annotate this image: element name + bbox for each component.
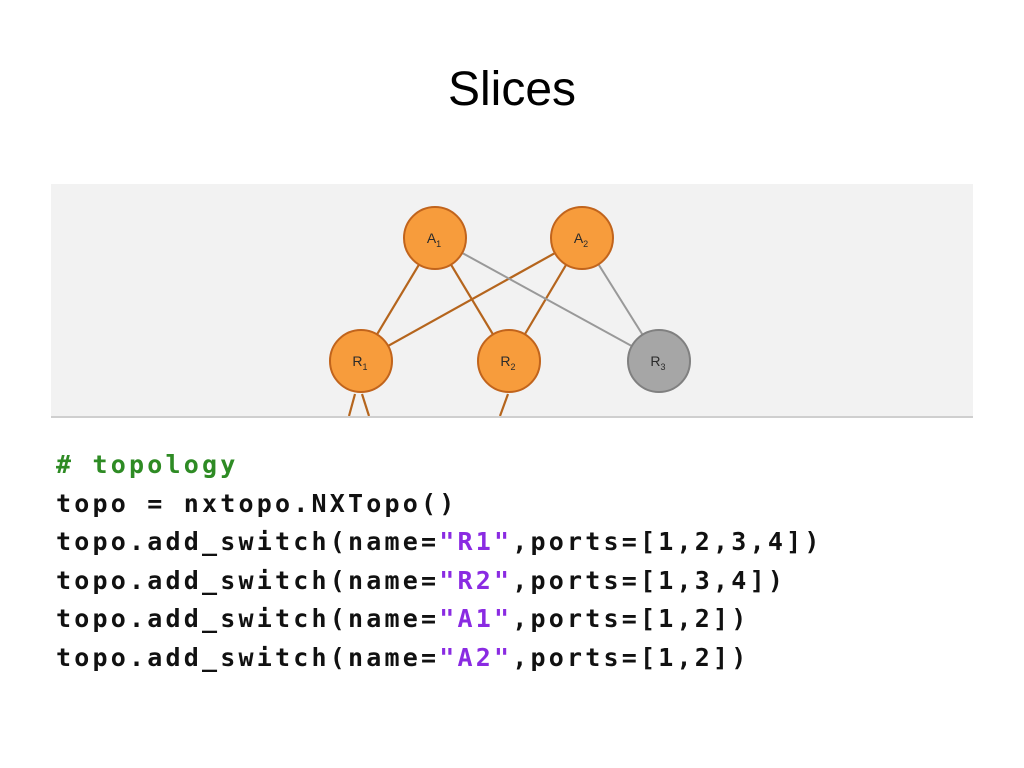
code-line: topo.add_switch(name="A1",ports=[1,2]) bbox=[56, 600, 823, 639]
edge-r2-out bbox=[498, 393, 510, 416]
code-line: topo.add_switch(name="R1",ports=[1,2,3,4… bbox=[56, 523, 823, 562]
code-text: topo.add_switch(name= bbox=[56, 565, 440, 595]
code-block: # topology topo = nxtopo.NXTopo() topo.add… bbox=[56, 446, 823, 677]
code-text: topo = nxtopo.NXTopo() bbox=[56, 488, 458, 518]
code-text: ,ports=[1,2]) bbox=[512, 642, 750, 672]
node-a1: A1 bbox=[403, 206, 467, 270]
node-r1: R1 bbox=[329, 329, 393, 393]
code-line: topo.add_switch(name="R2",ports=[1,3,4]) bbox=[56, 562, 823, 601]
node-circle bbox=[477, 329, 541, 393]
code-string: "A1" bbox=[439, 604, 513, 633]
code-text: ,ports=[1,2,3,4]) bbox=[512, 527, 823, 556]
code-text: ,ports=[1,3,4]) bbox=[512, 565, 787, 595]
code-string: "R1" bbox=[439, 527, 513, 556]
code-line: topo.add_switch(name="A2",ports=[1,2]) bbox=[56, 639, 823, 678]
code-text: ,ports=[1,2]) bbox=[512, 604, 750, 633]
edge-r1-out-left bbox=[347, 393, 357, 416]
code-comment: # topology bbox=[56, 450, 239, 479]
code-text: topo.add_switch(name= bbox=[56, 527, 440, 556]
node-r3: R3 bbox=[627, 329, 691, 393]
code-line: # topology bbox=[56, 446, 823, 485]
node-a2: A2 bbox=[550, 206, 614, 270]
code-string: "A2" bbox=[439, 642, 513, 672]
edge-a1-r3 bbox=[434, 237, 660, 362]
node-circle bbox=[550, 206, 614, 270]
node-circle bbox=[329, 329, 393, 393]
slide-title: Slices bbox=[447, 63, 577, 116]
node-r2: R2 bbox=[477, 329, 541, 393]
edge-r1-out-right bbox=[360, 393, 371, 416]
edge-a2-r1 bbox=[360, 237, 583, 362]
code-text: topo.add_switch(name= bbox=[56, 642, 440, 672]
node-circle bbox=[403, 206, 467, 270]
code-line: topo = nxtopo.NXTopo() bbox=[56, 485, 823, 524]
code-string: "R2" bbox=[439, 565, 513, 595]
code-text: topo.add_switch(name= bbox=[56, 604, 440, 633]
node-circle bbox=[627, 329, 691, 393]
